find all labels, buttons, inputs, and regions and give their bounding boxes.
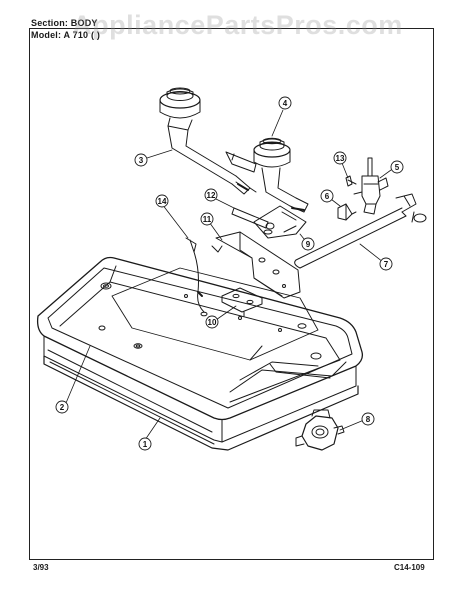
svg-text:10: 10 [208,318,217,327]
svg-text:12: 12 [207,191,216,200]
callout-5: 5 [390,160,404,174]
svg-text:5: 5 [395,163,400,172]
svg-text:6: 6 [325,192,330,201]
gas-valve [353,157,389,215]
igniter-wire [185,237,223,317]
svg-text:9: 9 [306,240,311,249]
callout-1: 1 [138,437,152,451]
callout-7: 7 [379,257,393,271]
manifold-pipe [294,193,427,269]
svg-text:7: 7 [384,260,389,269]
callout-2: 2 [55,400,69,414]
valve-screw [345,175,357,187]
burner-support-rod [231,207,275,230]
valve-clip [337,203,357,221]
callout-9: 9 [301,237,315,251]
svg-text:8: 8 [366,415,371,424]
svg-text:13: 13 [336,154,345,163]
cooktop-body-pan [36,256,364,451]
svg-text:2: 2 [60,403,65,412]
mounting-bracket [215,231,301,299]
right-burner-assembly [225,137,309,213]
diagram-frame [29,28,434,560]
burner-bracket [253,205,307,239]
callout-13: 13 [333,151,347,165]
callout-3: 3 [134,153,148,167]
callout-14: 14 [155,194,169,208]
svg-text:3: 3 [139,156,144,165]
left-burner-assembly [159,87,257,195]
revision-date: 3/93 [33,563,49,572]
electrode-plate [221,287,263,317]
pressure-regulator [295,409,345,451]
callout-markers: 1 2 3 4 5 6 7 8 9 10 11 12 [55,96,404,451]
section-label: Section: BODY [31,18,98,28]
svg-text:4: 4 [283,99,288,108]
model-label: Model: A 710 ( ) [31,30,101,40]
callout-4: 4 [278,96,292,110]
svg-text:1: 1 [143,440,148,449]
callout-6: 6 [320,189,334,203]
callout-11: 11 [200,212,214,226]
callout-12: 12 [204,188,218,202]
svg-text:11: 11 [203,215,212,224]
svg-text:14: 14 [158,197,167,206]
callout-10: 10 [205,315,219,329]
diagram-code: C14-109 [394,563,425,572]
leader-lines [65,109,392,441]
callout-8: 8 [361,412,375,426]
